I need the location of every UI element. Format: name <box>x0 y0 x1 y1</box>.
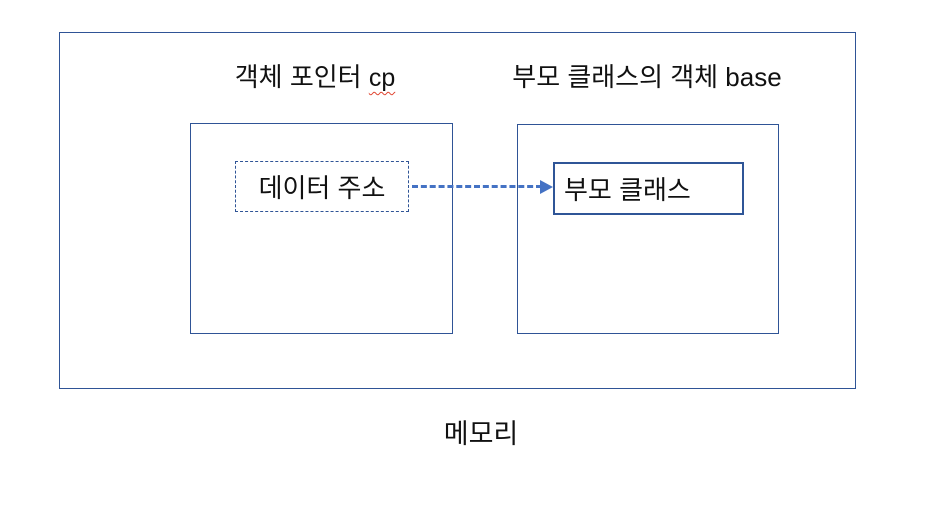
pointer-title-cp: cp <box>368 64 396 92</box>
memory-caption: 메모리 <box>443 419 519 449</box>
object-region-title: 부모 클래스의 객체 base <box>512 62 782 92</box>
pointer-region-title: 객체 포인터 cp <box>165 60 465 94</box>
data-address-box: 데이터 주소 <box>235 161 409 212</box>
memory-frame <box>59 32 856 389</box>
arrow-head-icon <box>540 180 553 194</box>
object-inner-box <box>517 124 779 334</box>
parent-class-box: 부모 클래스 <box>553 162 744 215</box>
parent-class-label: 부모 클래스 <box>564 175 691 205</box>
dashed-arrow-line <box>412 185 542 188</box>
pointer-title-korean: 객체 포인터 <box>234 62 369 92</box>
data-address-label: 데이터 주소 <box>258 173 386 203</box>
pointer-inner-box <box>190 123 453 334</box>
